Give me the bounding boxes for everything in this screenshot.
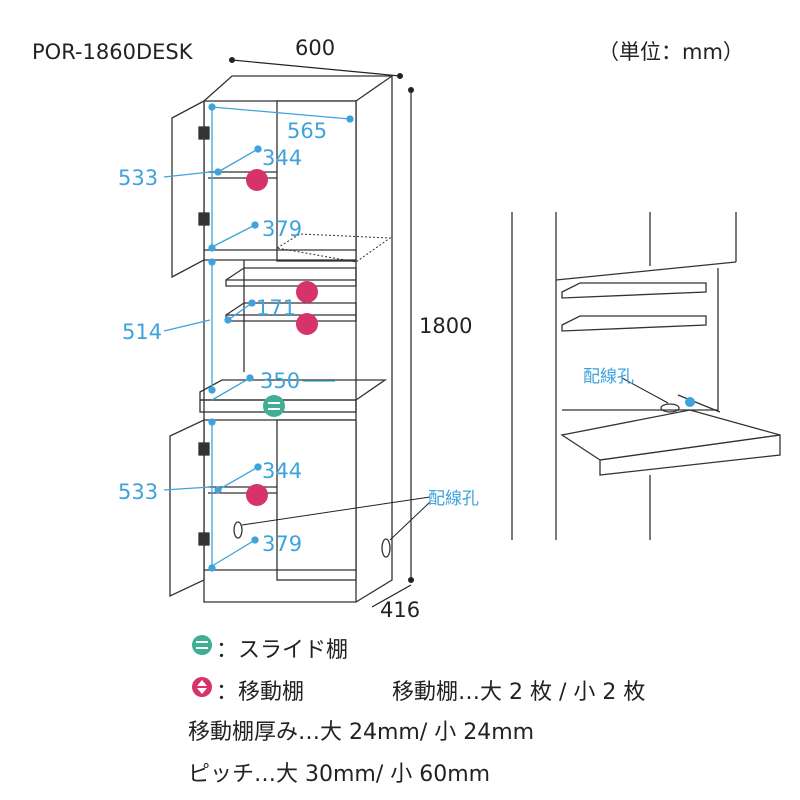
wiring-hole-detail-label: 配線孔 <box>583 367 634 387</box>
legend-pitch: ピッチ…大 30mm/ 小 60mm <box>188 762 491 787</box>
upper-inner-height: 533 <box>118 166 159 190</box>
upper-shelf-depth: 344 <box>262 146 303 170</box>
slide-shelf-marker <box>263 395 285 417</box>
height-dimension: 1800 <box>419 314 473 338</box>
lower-bottom-depth: 379 <box>262 532 303 556</box>
middle-shelf-depth: 171 <box>256 296 297 320</box>
movable-shelf-markers <box>246 169 318 506</box>
legend-movable-shelf: ：移動棚 <box>216 680 305 705</box>
middle-inner-height: 514 <box>122 320 163 344</box>
unit-label: （単位：mm） <box>598 40 744 64</box>
legend-slide-shelf: ：スライド棚 <box>216 638 349 663</box>
model-name: POR-1860DESK <box>32 40 193 64</box>
legend-movable-count: 移動棚…大 2 枚 / 小 2 枚 <box>392 680 646 705</box>
depth-dimension: 416 <box>380 598 421 622</box>
legend-thickness: 移動棚厚み…大 24mm/ 小 24mm <box>188 720 535 745</box>
desk-depth: 350 <box>260 369 301 393</box>
width-dimension: 600 <box>295 36 336 60</box>
wiring-hole-label: 配線孔 <box>428 489 479 509</box>
upper-inner-width: 565 <box>287 119 328 143</box>
lower-shelf-depth: 344 <box>262 459 303 483</box>
lower-inner-height: 533 <box>118 480 159 504</box>
upper-bottom-depth: 379 <box>262 217 303 241</box>
